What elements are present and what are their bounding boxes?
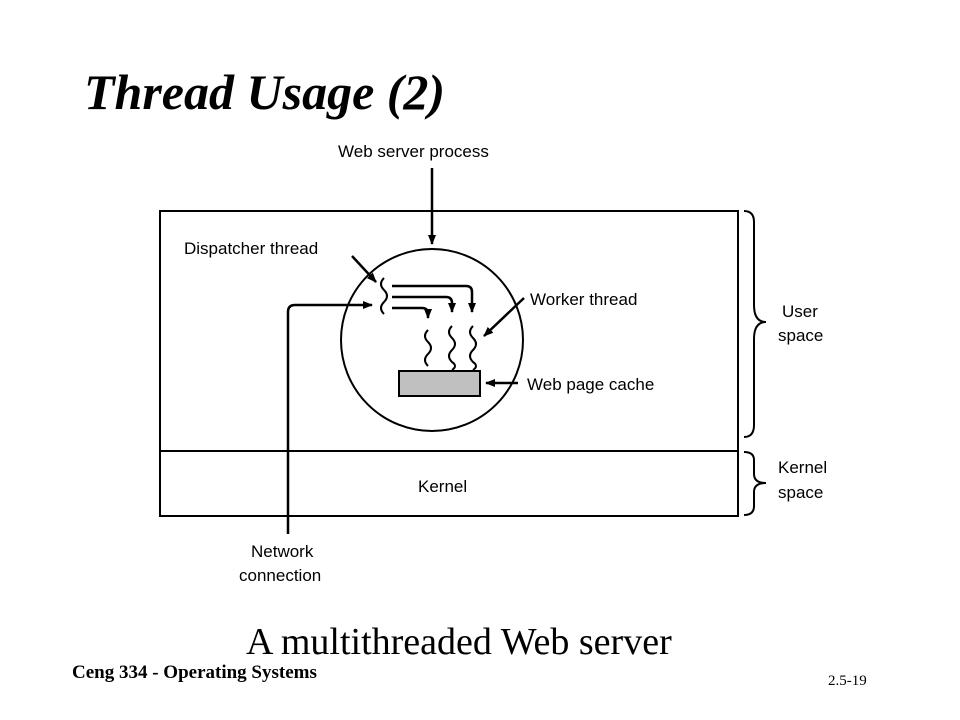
worker-thread-squiggle-2 xyxy=(448,325,456,371)
slide-title: Thread Usage (2) xyxy=(84,64,446,120)
user-space-brace xyxy=(743,210,767,438)
web-server-process-circle xyxy=(340,248,524,432)
kernel-space-brace xyxy=(743,451,767,516)
dispatcher-thread-squiggle xyxy=(380,277,388,315)
worker-thread-squiggle-3 xyxy=(469,325,477,371)
user-space-label-line1: User xyxy=(782,302,818,321)
dispatcher-thread-arrow xyxy=(351,255,377,283)
dispatch-arrow-2 xyxy=(392,295,456,313)
network-connection-label-line1: Network xyxy=(251,542,314,561)
web-page-cache-label: Web page cache xyxy=(527,375,654,394)
kernel-space-label-line1: Kernel xyxy=(778,458,827,477)
network-connection-line xyxy=(286,301,373,534)
worker-thread-arrow xyxy=(483,297,525,337)
dispatch-arrow-1 xyxy=(392,284,476,313)
footer-page-number: 2.5-19 xyxy=(828,673,867,689)
dispatch-arrow-3 xyxy=(392,306,432,319)
system-box xyxy=(159,210,739,517)
web-server-process-label: Web server process xyxy=(338,142,489,161)
dispatcher-thread-label: Dispatcher thread xyxy=(184,239,318,258)
user-space-label-line2: space xyxy=(778,326,823,345)
slide-caption: A multithreaded Web server xyxy=(246,621,672,663)
kernel-label: Kernel xyxy=(418,477,467,496)
web-page-cache-box xyxy=(398,370,481,397)
worker-thread-squiggle-1 xyxy=(424,329,432,367)
footer-course-name: Ceng 334 - Operating Systems xyxy=(72,662,317,683)
worker-thread-label: Worker thread xyxy=(530,290,637,309)
network-connection-label-line2: connection xyxy=(239,566,321,585)
kernel-space-label-line2: space xyxy=(778,483,823,502)
